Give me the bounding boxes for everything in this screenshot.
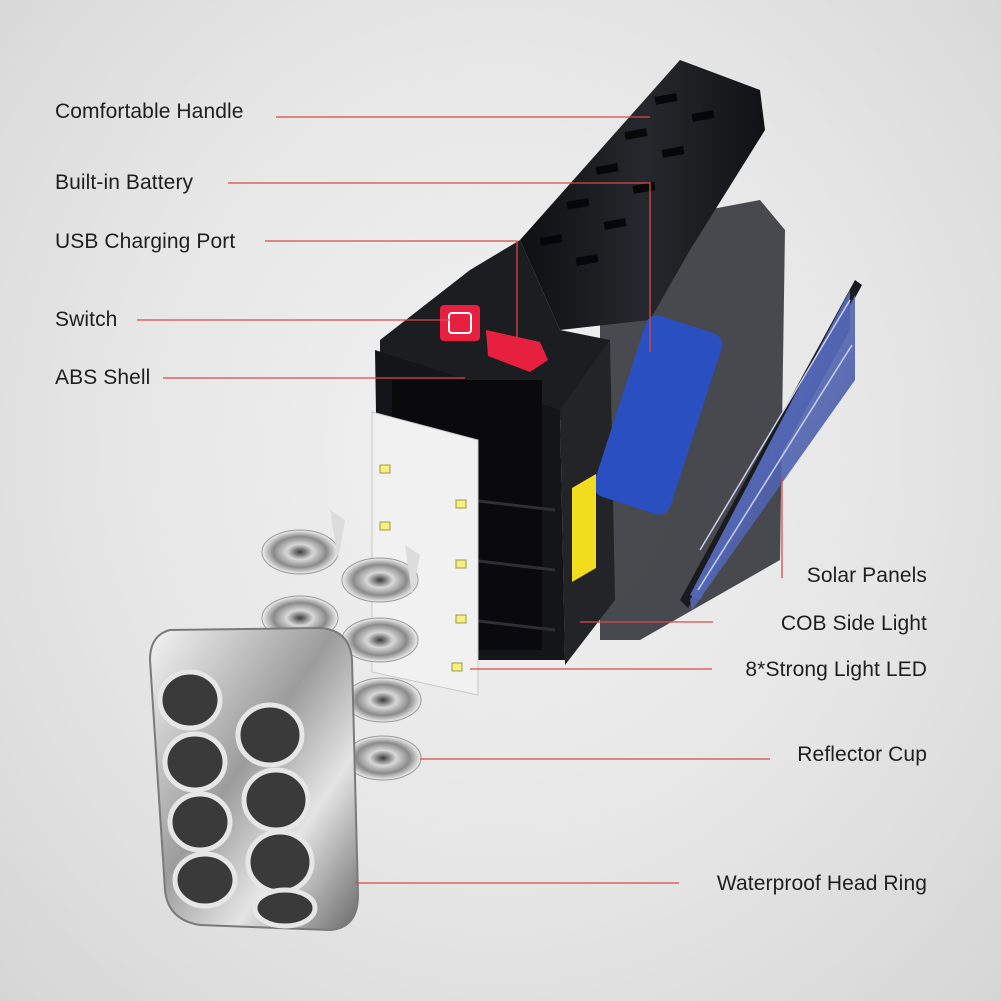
switch-button: [440, 305, 480, 341]
label-abs-shell: ABS Shell: [55, 366, 151, 389]
label-solar-panels: Solar Panels: [806, 564, 927, 587]
label-waterproof-head-ring: Waterproof Head Ring: [716, 872, 927, 895]
leader-lines: [137, 116, 783, 884]
label-switch: Switch: [55, 308, 118, 331]
internal-frame: [469, 498, 556, 632]
label-built-in-battery: Built-in Battery: [55, 171, 194, 194]
solar-panel: [680, 280, 862, 610]
usb-port-cover: [486, 330, 548, 372]
head-ring: [148, 626, 360, 932]
leader-battery: [228, 182, 651, 352]
label-reflector-cup: Reflector Cup: [797, 743, 927, 766]
battery: [593, 315, 723, 515]
cob-light-strip: [572, 474, 596, 582]
label-comfortable-handle: Comfortable Handle: [55, 100, 244, 123]
label-strong-light-led: 8*Strong Light LED: [745, 658, 927, 681]
leader-usb: [265, 240, 518, 338]
label-usb-charging-port: USB Charging Port: [55, 230, 236, 253]
label-cob-side-light: COB Side Light: [780, 612, 927, 635]
